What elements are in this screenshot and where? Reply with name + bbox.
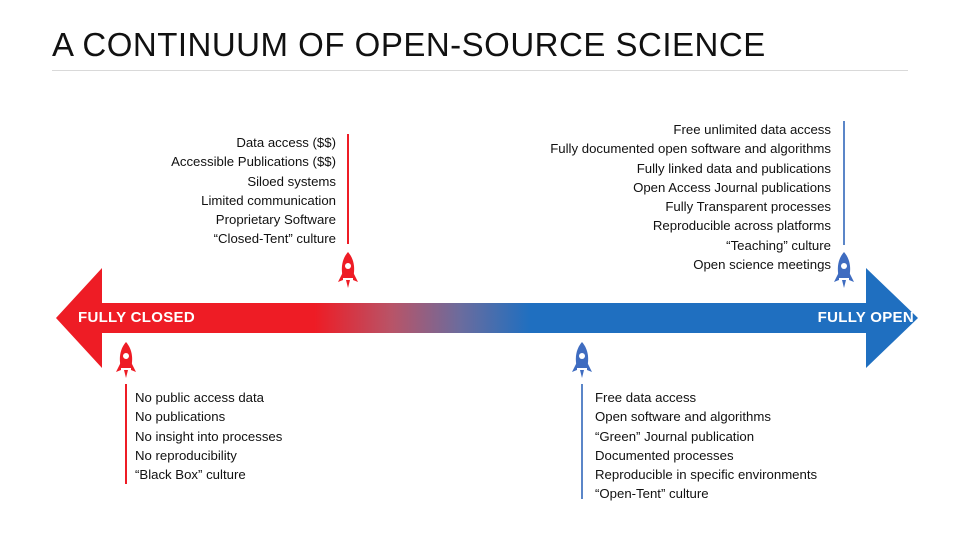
list-item: Open software and algorithms [595, 409, 771, 425]
list-item: Open science meetings [693, 257, 831, 273]
fully-closed-label: FULLY CLOSED [78, 309, 195, 326]
list-item: Limited communication [201, 192, 336, 208]
rocket-icon [834, 252, 854, 288]
list-item: Proprietary Software [215, 212, 336, 228]
list-item: Reproducible across platforms [652, 218, 831, 234]
list-item: “Closed-Tent” culture [213, 231, 336, 247]
open-above-connector [843, 121, 845, 245]
title-divider [52, 70, 908, 71]
list-item: Documented processes [595, 447, 734, 463]
list-item: “Open-Tent” culture [595, 486, 709, 502]
page-title: A CONTINUUM OF OPEN-SOURCE SCIENCE [52, 26, 766, 63]
list-item: Free data access [595, 390, 697, 405]
list-item: “Black Box” culture [135, 467, 246, 483]
open-below-connector [581, 384, 583, 499]
open-below-list: Free data access Open software and algor… [595, 388, 817, 504]
list-item: Open Access Journal publications [633, 179, 831, 195]
list-item: No insight into processes [135, 428, 283, 444]
list-item: Data access ($$) [236, 135, 336, 150]
closed-below-connector [125, 384, 127, 484]
closed-below-list: No public access data No publications No… [135, 388, 282, 484]
list-item: Siloed systems [247, 173, 336, 189]
list-item: Accessible Publications ($$) [171, 154, 336, 170]
list-item: No public access data [135, 390, 265, 405]
list-item: Free unlimited data access [673, 122, 831, 137]
list-item: Reproducible in specific environments [595, 467, 818, 483]
closed-above-connector [347, 134, 349, 244]
closed-above-list: Data access ($$) Accessible Publications… [171, 133, 336, 249]
list-item: No publications [135, 409, 226, 425]
list-item: Fully documented open software and algor… [550, 141, 831, 157]
open-above-list: Free unlimited data access Fully documen… [550, 120, 831, 274]
list-item: No reproducibility [135, 447, 237, 463]
rocket-icon [116, 342, 136, 378]
rocket-icon [572, 342, 592, 378]
rocket-icon [338, 252, 358, 288]
list-item: Fully linked data and publications [636, 160, 831, 176]
list-item: Fully Transparent processes [665, 199, 831, 215]
list-item: “Teaching” culture [726, 237, 831, 253]
list-item: “Green” Journal publication [595, 428, 755, 444]
arrow-body [56, 268, 918, 368]
fully-open-label: FULLY OPEN [817, 309, 914, 326]
